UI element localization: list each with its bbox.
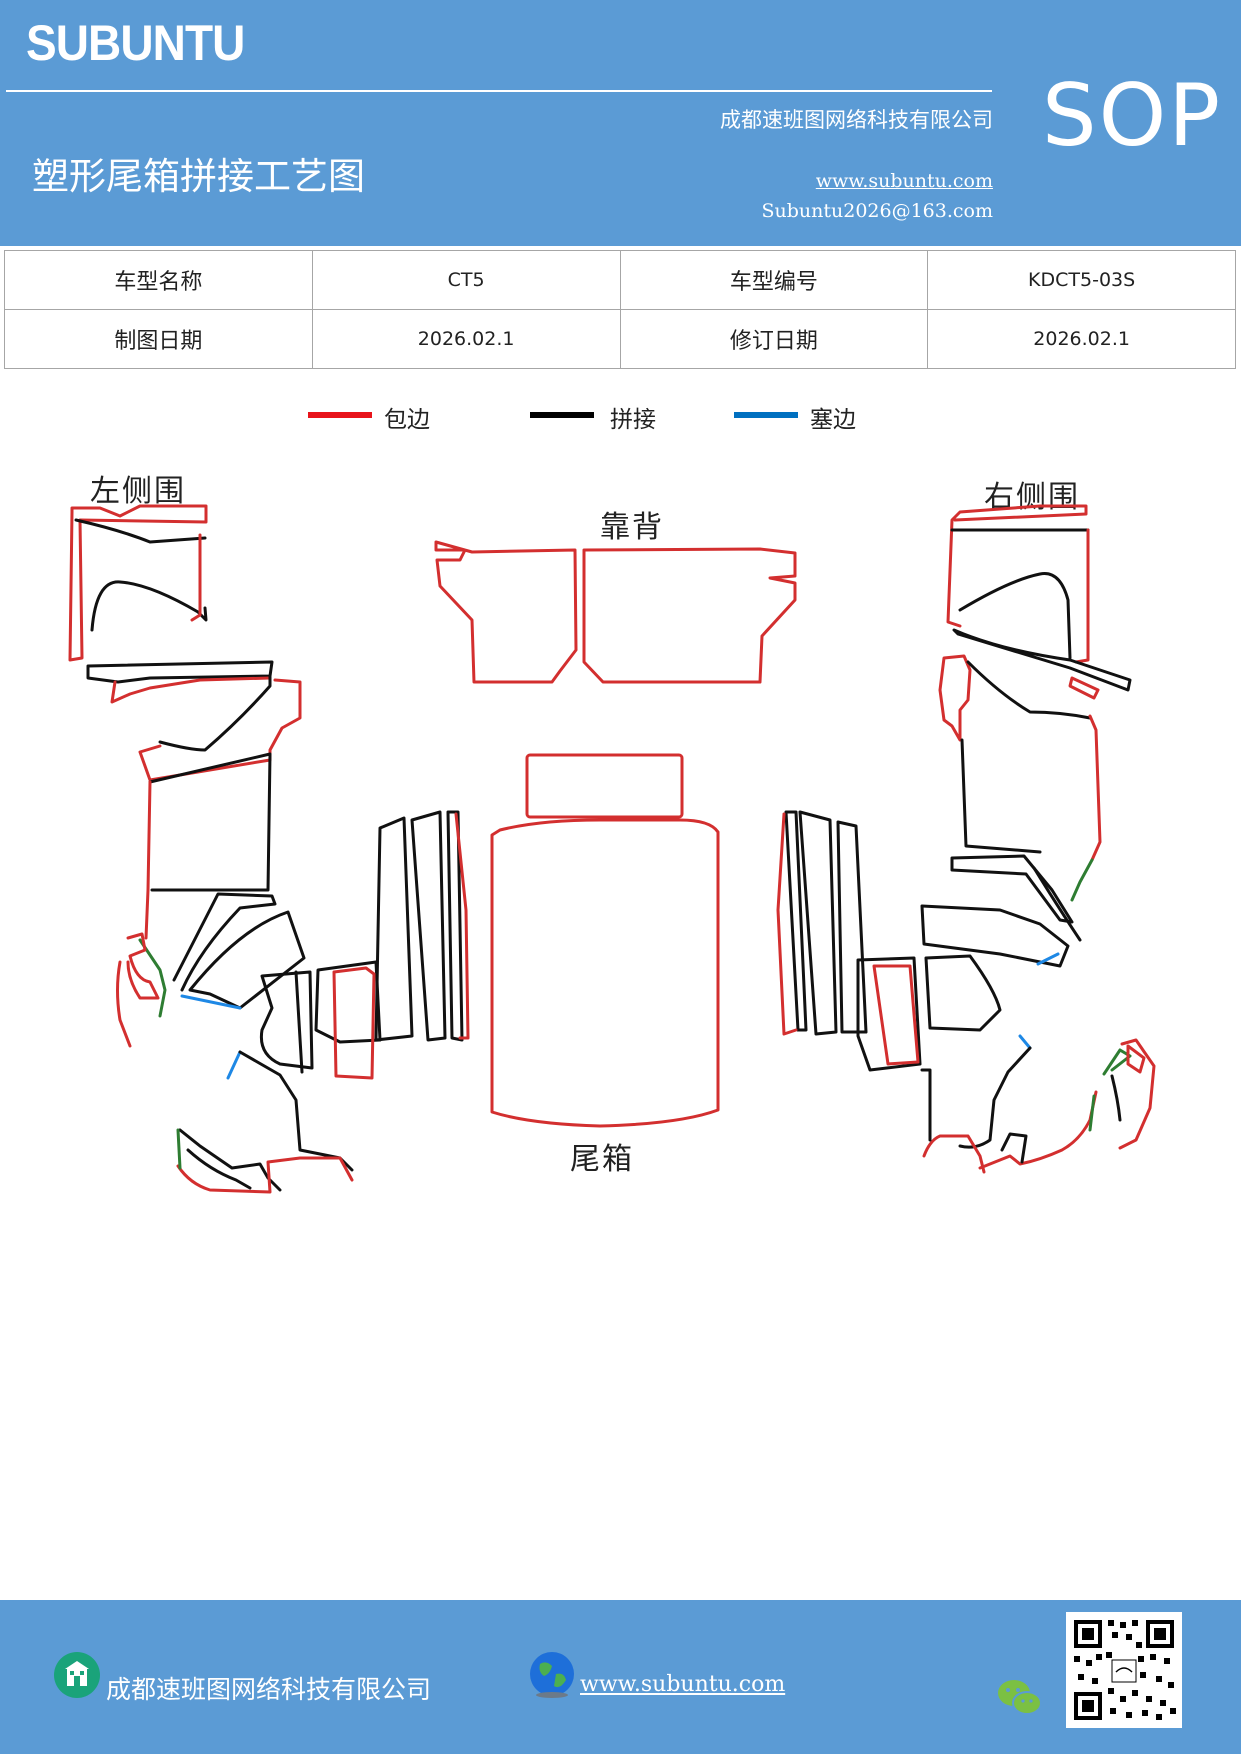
legend-swatch	[734, 412, 798, 418]
vehicle-info-table: 车型名称 CT5 车型编号 KDCT5-03S 制图日期 2026.02.1 修…	[4, 250, 1236, 369]
trunk-pattern-diagram: 左侧围 右侧围 靠背 尾箱	[0, 450, 1241, 1220]
brand-logo: SUBUNTU	[26, 15, 245, 71]
right-inner-panels	[776, 810, 1002, 1072]
legend-swatch	[530, 412, 594, 418]
table-row: 车型名称 CT5 车型编号 KDCT5-03S	[4, 250, 1236, 310]
cell-label: 车型名称	[4, 250, 313, 310]
left-inner-panels	[259, 810, 470, 1080]
right-side-panels	[920, 504, 1156, 1174]
trunk-floor-panel	[490, 818, 720, 1128]
backrest-left-panel	[434, 540, 578, 684]
qr-code	[1066, 1612, 1182, 1728]
cell-value: CT5	[311, 250, 621, 310]
legend-label: 包边	[384, 407, 430, 433]
footer-company-name: 成都速班图网络科技有限公司	[106, 1675, 432, 1704]
cell-label: 修订日期	[619, 309, 929, 369]
footer-website-link[interactable]: www.subuntu.com	[580, 1672, 786, 1697]
left-side-panels	[68, 504, 354, 1194]
trunk-label: 尾箱	[570, 1142, 634, 1177]
pattern-drawing	[68, 504, 1156, 1194]
backrest-label: 靠背	[600, 510, 664, 545]
building-icon	[54, 1652, 100, 1702]
document-title: 塑形尾箱拼接工艺图	[32, 155, 365, 198]
header-divider	[6, 90, 992, 92]
cell-label: 车型编号	[619, 250, 929, 310]
page-footer: 成都速班图网络科技有限公司 www.subuntu.com	[0, 1600, 1241, 1754]
cell-value: 2026.02.1	[927, 309, 1236, 369]
legend-label: 拼接	[610, 407, 656, 433]
email-address: Subuntu2026@163.com	[761, 200, 993, 222]
website-link[interactable]: www.subuntu.com	[815, 170, 993, 192]
left-side-label: 左侧围	[90, 474, 186, 509]
page-header: SUBUNTU 成都速班图网络科技有限公司 塑形尾箱拼接工艺图 www.subu…	[0, 0, 1241, 246]
cell-label: 制图日期	[4, 309, 313, 369]
cell-value: 2026.02.1	[311, 309, 621, 369]
wechat-icon	[996, 1676, 1044, 1724]
backrest-right-panel	[582, 547, 797, 684]
company-name: 成都速班图网络科技有限公司	[720, 108, 993, 132]
table-row: 制图日期 2026.02.1 修订日期 2026.02.1	[4, 309, 1236, 369]
sop-badge: SOP	[1042, 66, 1223, 166]
legend-label: 塞边	[810, 407, 856, 433]
legend-swatch	[308, 412, 372, 418]
globe-icon	[528, 1650, 576, 1702]
cell-value: KDCT5-03S	[927, 250, 1236, 310]
trunk-lid-strip	[525, 753, 684, 819]
